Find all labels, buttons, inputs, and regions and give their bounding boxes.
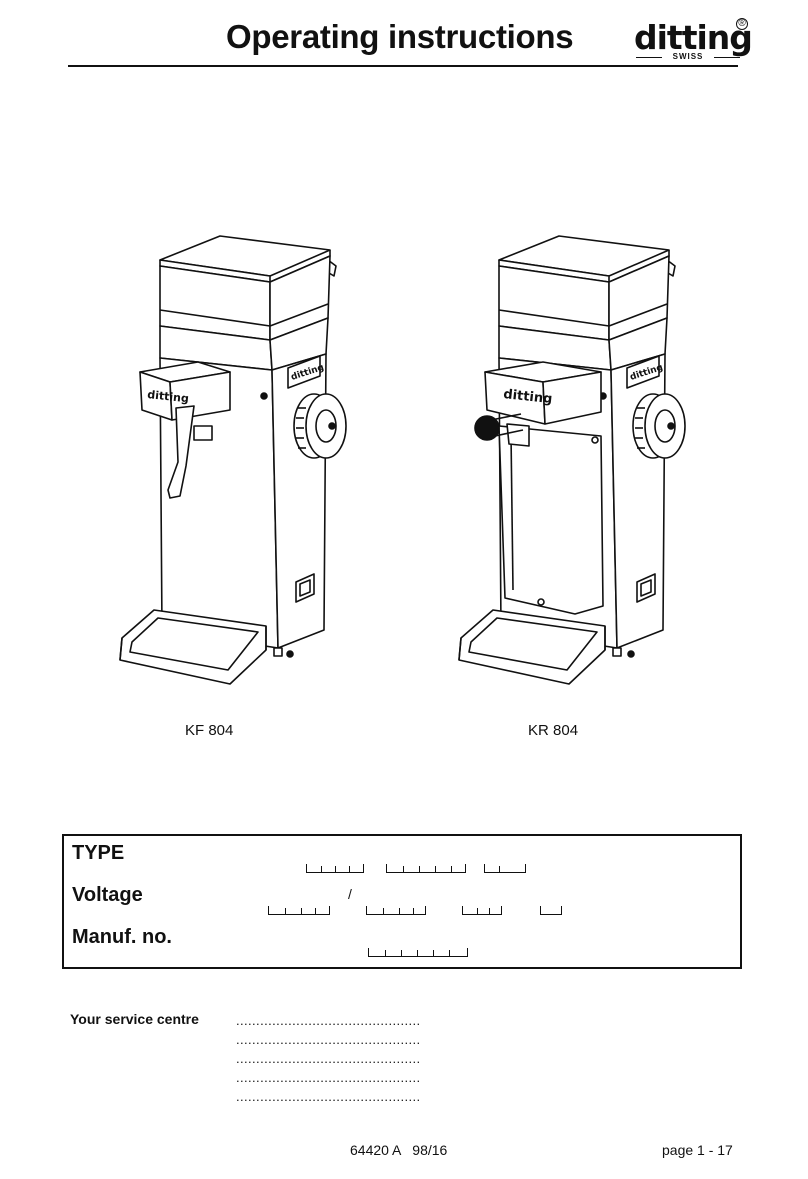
logo-wordmark: ditting <box>634 18 753 57</box>
page-title: Operating instructions <box>226 18 574 55</box>
type-label: TYPE <box>72 842 125 864</box>
voltage-field-1[interactable] <box>268 906 330 915</box>
grinder-kr804-illustration: ditting ditting <box>458 235 686 685</box>
grinder-kf804-illustration: ditting ditting <box>119 235 347 685</box>
manuf-no-field[interactable] <box>368 948 468 957</box>
manuf-no-label: Manuf. no. <box>72 926 172 948</box>
logo-rule-left <box>636 57 662 58</box>
voltage-field-2[interactable] <box>366 906 426 915</box>
voltage-separator: / <box>348 886 352 902</box>
type-field-3[interactable] <box>484 864 526 873</box>
registered-mark: ® <box>736 18 748 30</box>
logo-subtext: SWISS <box>672 52 704 61</box>
head-brand-text: ditting <box>503 387 554 407</box>
header-rule <box>68 65 738 67</box>
type-field-1[interactable] <box>306 864 364 873</box>
document-reference: 64420 A 98/16 <box>350 1142 448 1158</box>
type-plate-box: TYPE Voltage Manuf. no. / <box>62 834 742 969</box>
figure-label-kf804: KF 804 <box>185 722 234 739</box>
head-brand-text: ditting <box>147 388 190 405</box>
service-line-1: ........................................… <box>236 1013 421 1028</box>
logo-rule-right <box>714 57 740 58</box>
service-centre-label: Your service centre <box>70 1011 199 1027</box>
type-field-2[interactable] <box>386 864 466 873</box>
voltage-field-4[interactable] <box>540 906 562 915</box>
service-line-3: ........................................… <box>236 1051 421 1066</box>
voltage-field-3[interactable] <box>462 906 502 915</box>
page-number: page 1 - 17 <box>662 1142 733 1158</box>
service-line-5: ........................................… <box>236 1089 421 1104</box>
voltage-label: Voltage <box>72 884 143 906</box>
ditting-logo: ditting ® SWISS <box>630 16 753 62</box>
figure-label-kr804: KR 804 <box>528 722 579 739</box>
service-line-4: ........................................… <box>236 1070 421 1085</box>
service-line-2: ........................................… <box>236 1032 421 1047</box>
